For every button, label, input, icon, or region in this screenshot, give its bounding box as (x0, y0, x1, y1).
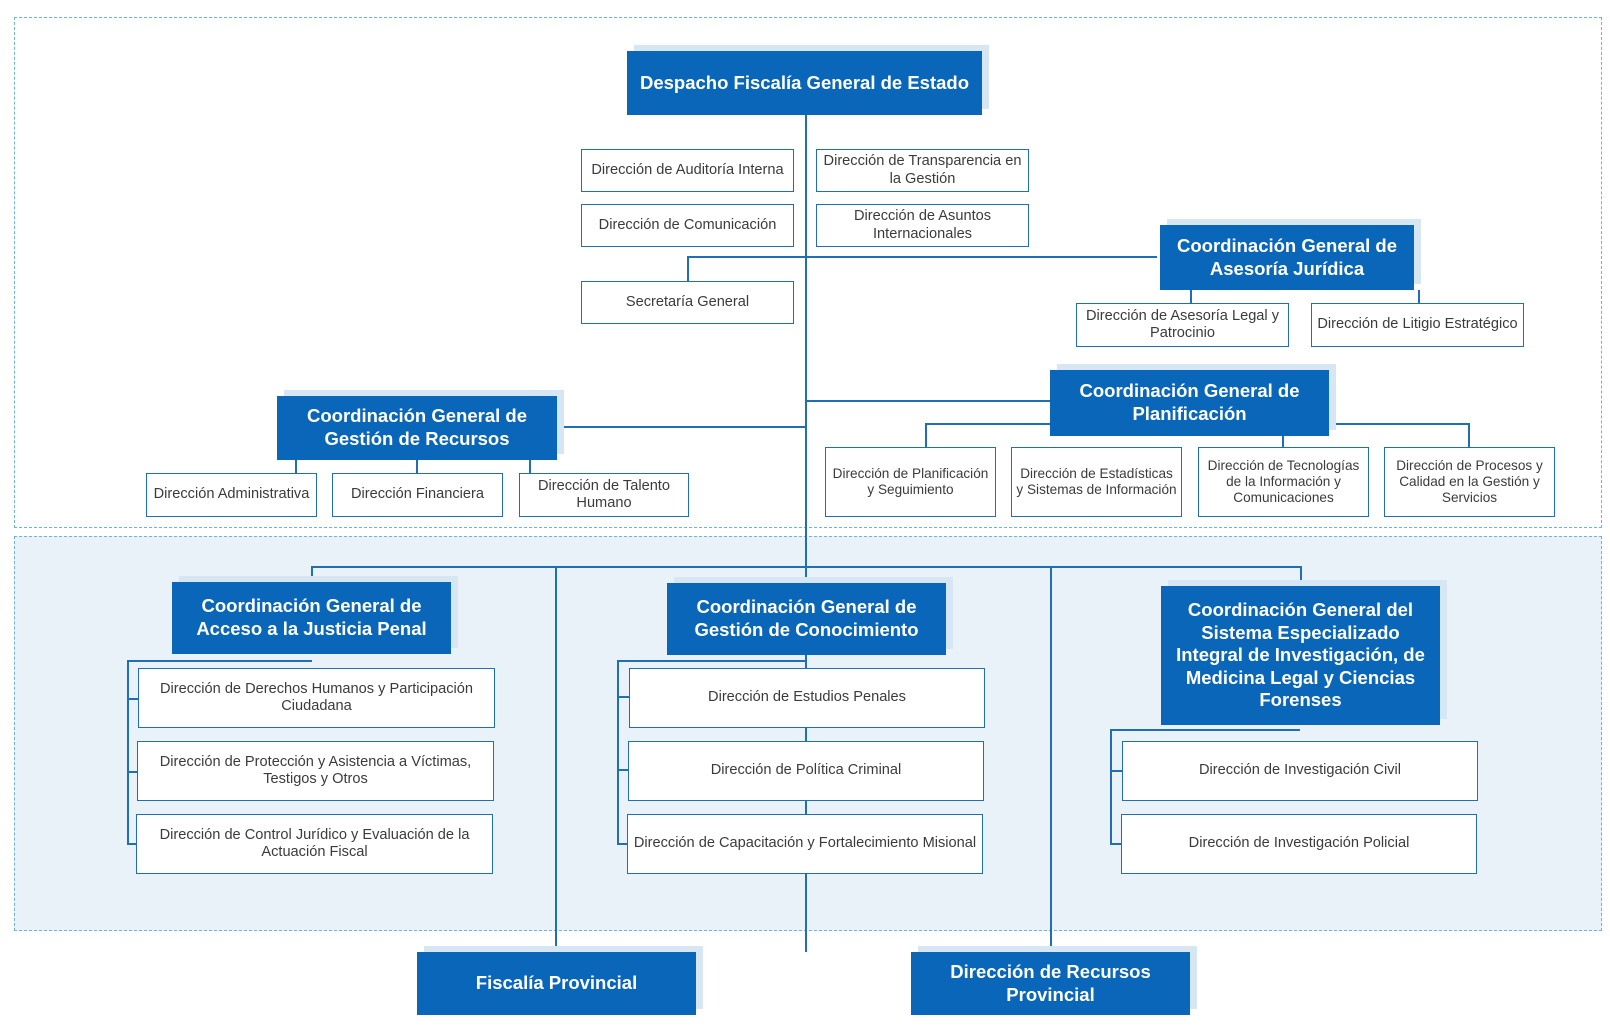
connector-line (1418, 290, 1420, 305)
central-level-zone (14, 17, 1602, 528)
connector-line (617, 769, 629, 771)
unit-talento-humano: Dirección de Talento Humano (519, 473, 689, 517)
unit-asesoria-legal: Dirección de Asesoría Legal y Patrocinio (1076, 303, 1289, 347)
unit-investigacion-civil: Dirección de Investigación Civil (1122, 741, 1478, 801)
connector-line (687, 256, 1157, 258)
unit-secretaria-general: Secretaría General (581, 281, 794, 324)
connector-line (127, 771, 139, 773)
unit-administrativa: Dirección Administrativa (146, 473, 317, 517)
unit-proteccion-victimas: Dirección de Protección y Asistencia a V… (137, 741, 494, 801)
connector-line (1050, 566, 1052, 952)
unit-planificacion-seguimiento: Dirección de Planificación y Seguimiento (825, 447, 996, 517)
unit-derechos-humanos: Dirección de Derechos Humanos y Particip… (138, 668, 495, 728)
unit-politica-criminal: Dirección de Política Criminal (628, 741, 984, 801)
unit-estadisticas: Dirección de Estadísticas y Sistemas de … (1011, 447, 1182, 517)
unit-procesos-calidad: Dirección de Procesos y Calidad en la Ge… (1384, 447, 1555, 517)
connector-line (806, 400, 1051, 402)
connector-line (311, 566, 313, 581)
connector-line (1468, 423, 1470, 447)
connector-line (687, 256, 689, 283)
unit-comunicacion: Dirección de Comunicación (581, 204, 794, 247)
connector-line (127, 660, 129, 845)
connector-line (127, 843, 139, 845)
unit-estudios-penales: Dirección de Estudios Penales (629, 668, 985, 728)
connector-line (925, 423, 927, 447)
unit-capacitacion: Dirección de Capacitación y Fortalecimie… (627, 814, 983, 874)
coord-gestion-conocimiento: Coordinación General de Gestión de Conoc… (667, 583, 946, 655)
connector-line (1110, 843, 1122, 845)
coord-justicia-penal: Coordinación General de Acceso a la Just… (172, 582, 451, 654)
connector-line (555, 566, 557, 952)
unit-asuntos-internacionales: Dirección de Asuntos Internacionales (816, 204, 1029, 247)
connector-line (1300, 566, 1302, 583)
unit-control-juridico: Dirección de Control Jurídico y Evaluaci… (136, 814, 493, 874)
coord-sistema-especializado: Coordinación General del Sistema Especia… (1161, 586, 1440, 725)
connector-line (556, 426, 806, 428)
connector-line (416, 459, 418, 474)
connector-line (311, 566, 1302, 568)
recursos-provincial-node: Dirección de Recursos Provincial (911, 952, 1190, 1015)
connector-line (1190, 290, 1192, 305)
connector-line (1110, 729, 1112, 844)
unit-tecnologias: Dirección de Tecnologías de la Informaci… (1198, 447, 1369, 517)
connector-line (617, 660, 619, 845)
connector-line (295, 459, 297, 474)
unit-auditoria-interna: Dirección de Auditoría Interna (581, 149, 794, 192)
connector-line (127, 660, 312, 662)
connector-line (617, 843, 629, 845)
connector-line (617, 660, 807, 662)
connector-line (617, 696, 629, 698)
coord-asesoria-juridica: Coordinación General de Asesoría Jurídic… (1160, 225, 1414, 290)
root-node: Despacho Fiscalía General de Estado (627, 51, 982, 115)
connector-line (127, 698, 139, 700)
connector-line (1110, 729, 1300, 731)
main-trunk-line (805, 115, 807, 952)
coord-gestion-recursos: Coordinación General de Gestión de Recur… (277, 396, 557, 460)
connector-line (529, 459, 531, 474)
connector-line (1110, 770, 1122, 772)
fiscalia-provincial-node: Fiscalía Provincial (417, 952, 696, 1015)
unit-financiera: Dirección Financiera (332, 473, 503, 517)
unit-litigio-estrategico: Dirección de Litigio Estratégico (1311, 303, 1524, 347)
coord-planificacion: Coordinación General de Planificación (1050, 370, 1329, 436)
unit-investigacion-policial: Dirección de Investigación Policial (1121, 814, 1477, 874)
unit-transparencia: Dirección de Transparencia en la Gestión (816, 149, 1029, 192)
